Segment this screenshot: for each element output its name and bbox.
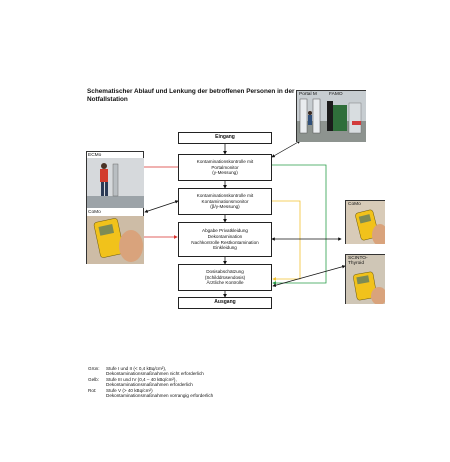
arrow-ecmo-step2 [144,200,179,213]
label-scinto: SCINTO- Thyroid [348,256,368,266]
legend-row-red: Rot: Stufe V (> 40 kBq/cm²) Dekontaminat… [88,387,214,399]
node-decontamination: Abgabe Privatkleidung Dekontamination Na… [178,222,272,257]
label-ecmo: ECMo [88,153,102,158]
legend-row-yellow: Gelb: Stufe III und IV (0,4 – 40 kBq/cm²… [88,376,193,388]
diagram-title: Schematischer Ablauf und Lenkung der bet… [87,88,295,103]
label-como-right: CoMo [348,202,361,207]
node-ausgang: Ausgang [178,297,272,309]
photo-ecmo-como: ECMo CoMo [86,151,144,264]
arrow-scinto-step4 [272,265,346,287]
label-como-left: CoMo [88,210,101,215]
label-famo: FAMO [329,92,343,97]
node-eingang: Eingang [178,132,272,144]
label-portal-m: Portal M [299,92,317,97]
arrow-portal-step1 [271,140,301,158]
photo-scinto-thyroid: SCINTO- Thyroid [345,254,385,304]
node-contamination-monitor: Kontaminationskontrolle mit Kontaminatio… [178,188,272,215]
green-path [272,164,327,285]
yellow-path [272,200,301,281]
node-portal-control: Kontaminationskontrolle mit Portalmonito… [178,154,272,181]
photo-como-right: CoMo [345,200,385,244]
legend-row-green: Grün: Stufe I und II (< 0,4 kBq/cm²), De… [88,366,204,377]
node-dose-estimation: Dosisabschätzung (Schilddrüsendosis) Ärz… [178,264,272,291]
photo-portal-famo: Portal M FAMO [296,90,366,142]
red-path [142,166,178,239]
legend: Grün: Stufe I und II (< 0,4 kBq/cm²), De… [88,366,213,398]
